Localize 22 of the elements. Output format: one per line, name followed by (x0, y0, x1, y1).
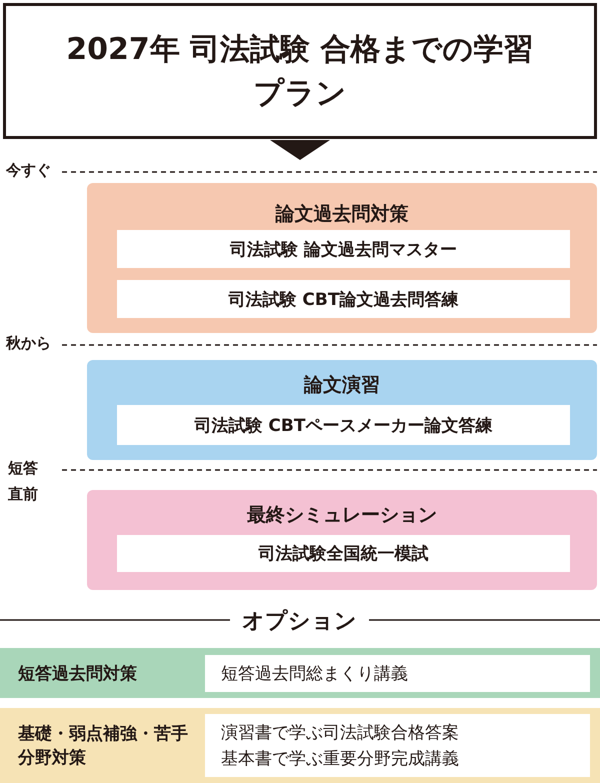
course-name: 演習書で学ぶ司法試験合格答案 (221, 722, 459, 744)
band-heading: 短答過去問対策 (18, 663, 138, 685)
title: 2027年 司法試験 合格までの学習プラン (66, 31, 534, 113)
timeline-label: 秋から (6, 334, 51, 353)
course-box: 短答過去問総まくり講義 (205, 655, 590, 692)
course-box (205, 714, 590, 777)
timeline-label: 短答直前 (8, 458, 39, 505)
band-heading: 基礎・弱点補強・苦手分野対策 (18, 723, 188, 770)
course-box: 司法試験 CBTペースメーカー論文答練 (117, 405, 570, 445)
plan-band (0, 708, 600, 783)
timeline-label: 今すぐ (6, 161, 51, 180)
course-box: 司法試験 CBT論文過去問答練 (117, 280, 570, 318)
plan-band (87, 183, 597, 333)
band-heading: 論文過去問対策 (274, 202, 410, 227)
band-heading: 最終シミュレーション (246, 503, 438, 528)
plan-band (87, 360, 597, 460)
plan-band (0, 648, 600, 698)
band-heading: 論文演習 (302, 373, 381, 398)
course-box: 司法試験全国統一模試 (117, 535, 570, 572)
course-name: 基本書で学ぶ重要分野完成講義 (221, 748, 459, 770)
course-box: 司法試験 論文過去問マスター (117, 230, 570, 268)
plan-band (87, 490, 597, 590)
